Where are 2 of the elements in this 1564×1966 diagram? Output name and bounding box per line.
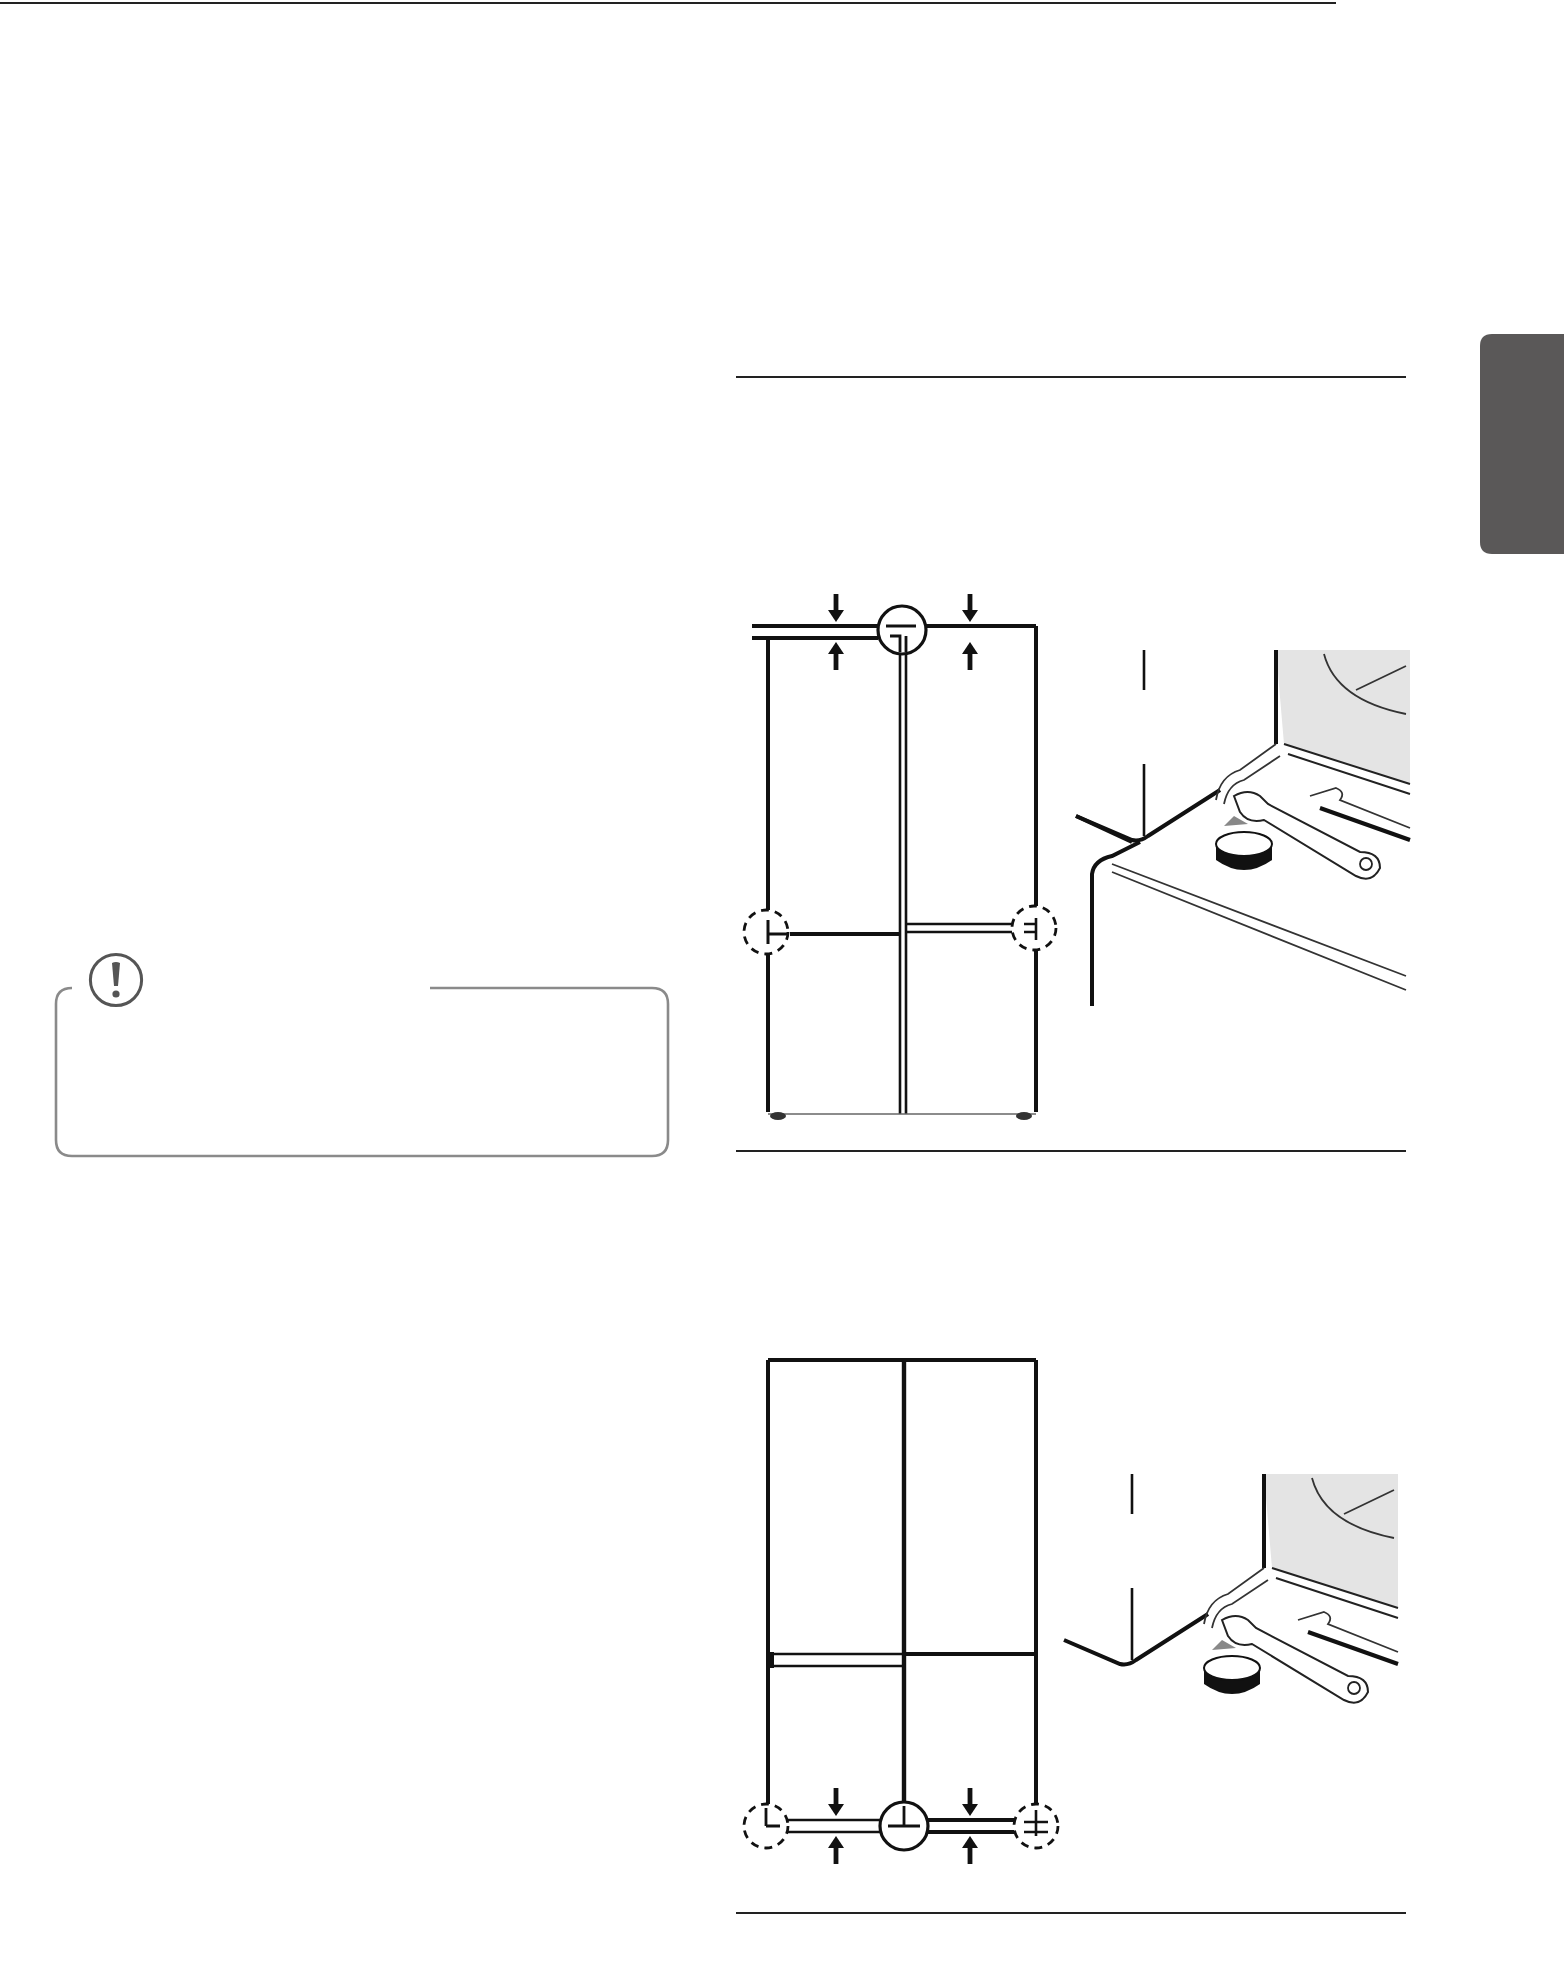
note-box — [54, 984, 670, 1160]
page-tab — [1480, 334, 1564, 554]
